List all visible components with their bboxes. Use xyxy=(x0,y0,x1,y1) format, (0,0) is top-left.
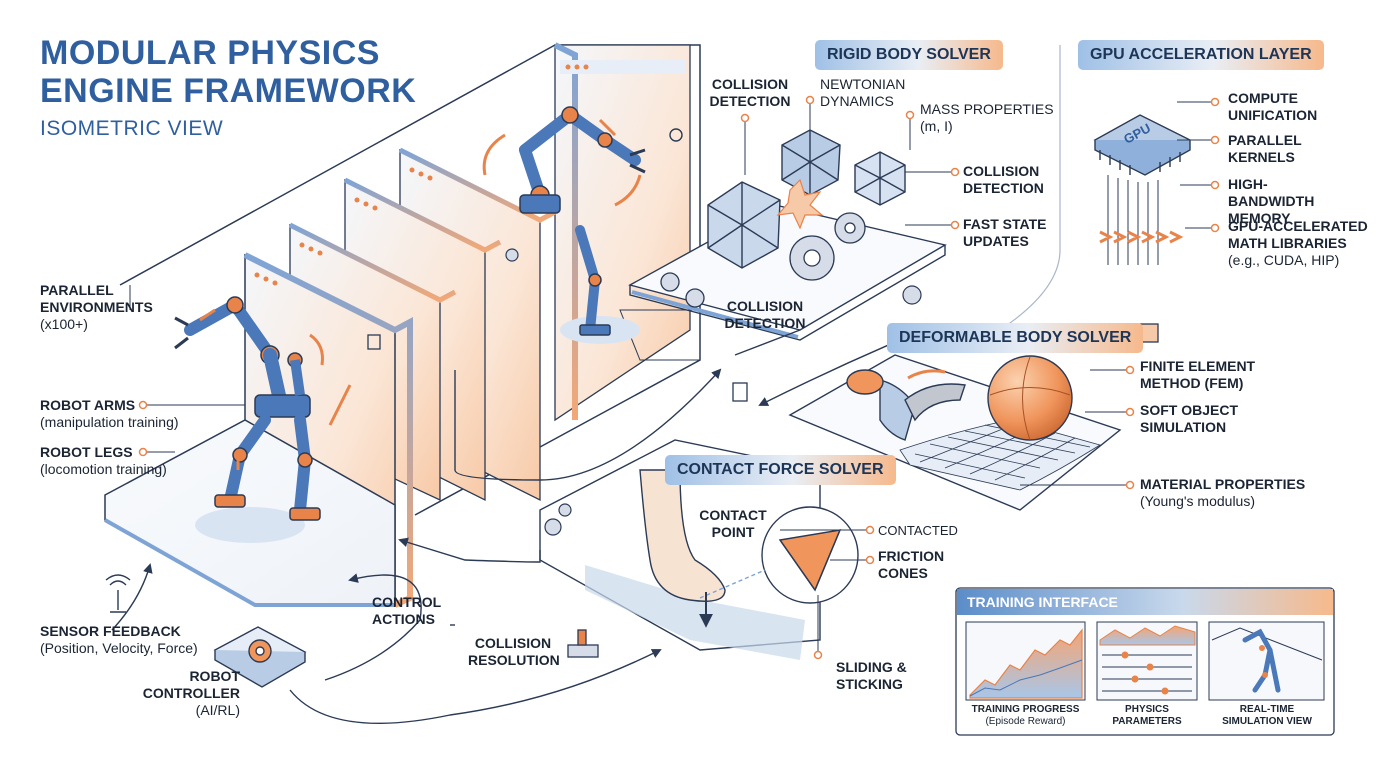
fem-mesh xyxy=(899,419,1101,491)
label-mass-properties: MASS PROPERTIES xyxy=(920,101,1054,117)
label-sensor-feedback: SENSOR FEEDBACK xyxy=(40,623,181,639)
clipboard-icon xyxy=(732,382,748,402)
leader-dots xyxy=(138,95,1220,660)
label-contacted: CONTACTED xyxy=(878,523,958,538)
label-collision-detection-right: COLLISION DETECTION xyxy=(963,163,1044,196)
deformable-rod xyxy=(846,369,966,441)
label-robot-controller: ROBOT CONTROLLER xyxy=(142,668,240,701)
label-collision-detection-bottom: COLLISION DETECTION xyxy=(724,298,806,331)
label-friction-cones: FRICTION CONES xyxy=(878,548,945,581)
deform-arrow xyxy=(907,369,946,380)
training-interface-panel xyxy=(955,587,1335,736)
leader-lines xyxy=(129,100,1215,655)
reward-curve xyxy=(969,628,1083,699)
label-mass-properties-note: (m, I) xyxy=(920,118,953,134)
label-gpu-math-libraries-note: (e.g., CUDA, HIP) xyxy=(1228,252,1340,268)
gear-icon xyxy=(660,212,866,308)
label-robot-arms-note: (manipulation training) xyxy=(40,414,179,430)
header-contact-force-solver: CONTACT FORCE SOLVER xyxy=(665,455,896,485)
caption-training-progress-note: (Episode Reward) xyxy=(985,716,1066,727)
caption-physics-parameters: PHYSICS PARAMETERS xyxy=(1112,704,1182,727)
motion-arrows xyxy=(199,118,642,470)
label-control-actions: CONTROL ACTIONS xyxy=(372,594,441,627)
label-material-properties: MATERIAL PROPERTIES xyxy=(1140,476,1306,492)
label-robot-legs-note: (locomotion training) xyxy=(40,461,167,477)
header-rigid-body-solver: RIGID BODY SOLVER xyxy=(815,40,1003,70)
robot-arm-back xyxy=(519,106,646,336)
title-line-2: ENGINE FRAMEWORK xyxy=(40,72,417,110)
header-training-interface: TRAINING INTERFACE xyxy=(957,589,1333,615)
label-contact-point: CONTACT POINT xyxy=(699,507,767,540)
rigid-body-platform xyxy=(628,204,947,341)
robot-arm-front xyxy=(174,296,311,418)
robot-controller-icon xyxy=(213,626,307,688)
label-fem: FINITE ELEMENT METHOD (FEM) xyxy=(1140,358,1256,391)
caption-realtime-simulation-view: REAL-TIME SIMULATION VIEW xyxy=(1222,704,1312,727)
gpu-chevrons xyxy=(1099,230,1184,244)
panel-chip-icon xyxy=(367,334,381,350)
title-line-1: MODULAR PHYSICS xyxy=(40,34,380,72)
label-robot-legs: ROBOT LEGS xyxy=(40,444,133,460)
subtitle: ISOMETRIC VIEW xyxy=(40,117,224,140)
small-gear-icons xyxy=(505,248,922,536)
icosahedron-mid xyxy=(781,129,841,196)
gpu-divider xyxy=(999,45,1061,331)
antenna-icon xyxy=(105,574,131,613)
stack-outline xyxy=(119,44,701,516)
caption-training-progress-title: TRAINING PROGRESS xyxy=(971,704,1080,715)
label-newtonian-dynamics: NEWTONIAN DYNAMICS xyxy=(820,76,906,109)
label-robot-arms: ROBOT ARMS xyxy=(40,397,136,413)
robot-legs-front xyxy=(214,414,321,521)
header-gpu-acceleration: GPU ACCELERATION LAYER xyxy=(1078,40,1324,70)
label-collision-detection-top: COLLISION DETECTION xyxy=(709,76,791,109)
header-deformable-body-solver: DEFORMABLE BODY SOLVER xyxy=(887,323,1144,353)
icosahedron-large xyxy=(707,181,781,269)
gpu-data-lines xyxy=(1107,175,1159,265)
label-compute-unification: COMPUTE UNIFICATION xyxy=(1228,90,1318,123)
label-high-bandwidth-memory: HIGH-BANDWIDTH MEMORY xyxy=(1228,176,1315,226)
deformable-platform xyxy=(788,354,1122,511)
friction-cone-zoom xyxy=(699,506,859,604)
label-fast-state-updates: FAST STATE UPDATES xyxy=(963,216,1047,249)
label-robot-controller-note: (AI/RL) xyxy=(195,702,240,718)
caption-training-progress: TRAINING PROGRESS (Episode Reward) xyxy=(963,704,1088,728)
flow-arrows xyxy=(111,329,901,724)
soft-ball xyxy=(987,355,1073,441)
label-gpu-math-libraries: GPU-ACCELERATED MATH LIBRARIES xyxy=(1228,218,1368,251)
env-panel-back-1 xyxy=(553,42,691,422)
label-material-properties-note: (Young's modulus) xyxy=(1140,493,1256,509)
label-sliding-sticking: SLIDING & STICKING xyxy=(836,659,907,692)
label-parallel-kernels: PARALLEL KERNELS xyxy=(1228,132,1302,165)
icosahedron-small xyxy=(854,151,906,206)
parallel-environment-stack xyxy=(104,42,701,608)
lightbulb-icon xyxy=(669,128,683,142)
label-parallel-note: (x100+) xyxy=(40,316,88,332)
label-parallel-environments: PARALLEL ENVIRONMENTS xyxy=(40,282,153,315)
collision-burst-icon xyxy=(776,178,824,230)
foot-shape xyxy=(639,469,726,602)
collision-resolution-icon xyxy=(567,629,599,658)
label-collision-resolution: COLLISION RESOLUTION xyxy=(468,635,560,668)
label-sensor-feedback-note: (Position, Velocity, Force) xyxy=(40,640,198,656)
label-soft-object-simulation: SOFT OBJECT SIMULATION xyxy=(1140,402,1239,435)
env-panel-front xyxy=(104,252,413,608)
